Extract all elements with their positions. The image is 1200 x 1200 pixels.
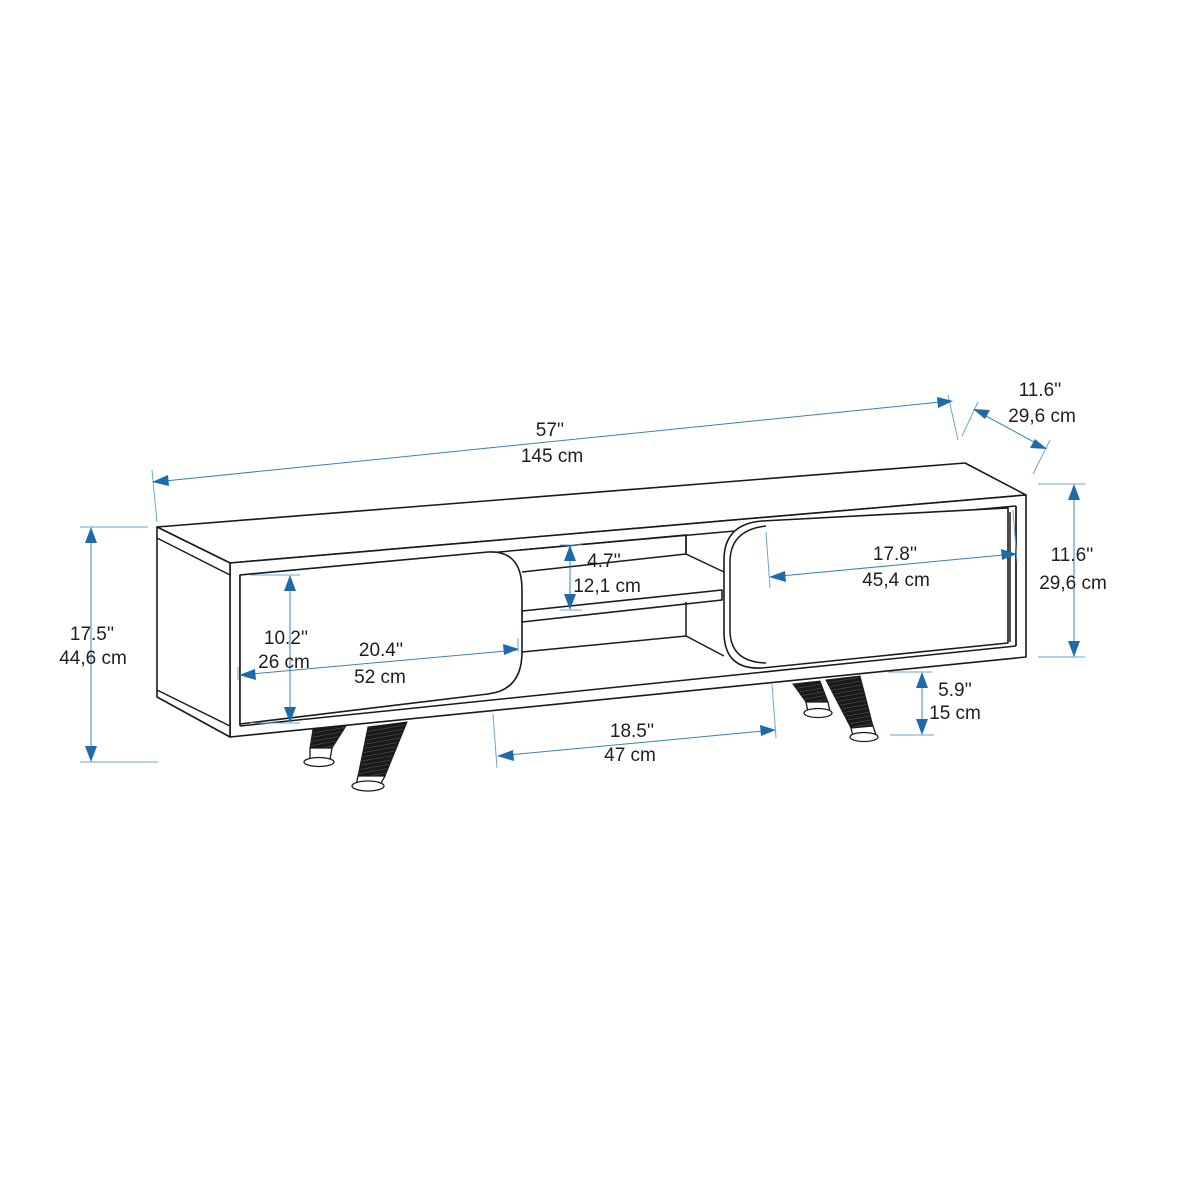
leg-height-cm: 15 cm [929,703,981,724]
shelf-gap-cm: 12,1 cm [573,576,641,597]
total-width-cm: 145 cm [521,446,583,467]
dimension-depth: 11.6'' 29,6 cm [961,380,1076,475]
tv-stand-body [156,462,1027,738]
right-door [723,507,1009,669]
leg-back-left [303,725,347,768]
dimension-right-compartment-width: 17.8'' 45,4 cm [765,509,1018,591]
left-compartment-width-cm: 52 cm [354,667,406,688]
total-width-inches: 57'' [536,420,564,441]
leg-front-left [351,721,408,792]
depth-inches: 11.6'' [1019,380,1062,401]
legs [303,675,879,792]
leg-spacing-inches: 18.5'' [610,721,654,742]
shelf-gap-inches: 4.7'' [587,551,621,572]
total-height-cm: 44,6 cm [59,648,127,669]
left-compartment-height-inches: 10.2'' [264,628,308,649]
dimension-left-compartment-width: 20.4'' 52 cm [237,638,519,688]
dimension-total-width: 57'' 145 cm [151,394,959,523]
leg-back-right [792,680,833,719]
dimension-total-height: 17.5'' 44,6 cm [59,526,158,763]
left-compartment-height-cm: 26 cm [258,652,310,673]
leg-height-inches: 5.9'' [938,680,972,701]
depth-cm: 29,6 cm [1008,406,1076,427]
leg-spacing-cm: 47 cm [604,745,656,766]
right-compartment-width-inches: 17.8'' [873,544,917,565]
dimension-shelf-gap: 4.7'' 12,1 cm [560,544,641,611]
body-height-inches: 11.6'' [1051,545,1094,566]
left-side-panel [156,526,231,738]
right-compartment-width-cm: 45,4 cm [862,570,930,591]
leg-front-right [825,675,879,743]
left-compartment-width-inches: 20.4'' [359,640,403,661]
total-height-inches: 17.5'' [70,624,114,645]
body-height-cm: 29,6 cm [1039,573,1107,594]
dimension-leg-height: 5.9'' 15 cm [888,671,981,736]
dimension-left-compartment-height: 10.2'' 26 cm [250,574,310,724]
dimension-body-height: 11.6'' 29,6 cm [1038,483,1107,658]
dimension-leg-spacing: 18.5'' 47 cm [492,683,777,769]
left-door [239,551,523,725]
